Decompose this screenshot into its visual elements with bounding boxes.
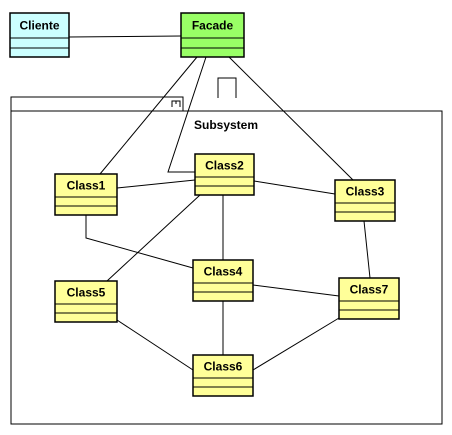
class-name: Class5 (67, 286, 106, 300)
class-box-frame (338, 277, 400, 320)
connector-class3-class7 (363, 220, 371, 279)
class-box-class6[interactable]: Class6 (192, 354, 254, 397)
package-icon (171, 100, 181, 107)
class-name: Class3 (346, 185, 385, 199)
class-box-class7[interactable]: Class7 (338, 277, 400, 320)
class-box-facade[interactable]: Facade (180, 12, 245, 58)
class-box-frame (54, 173, 118, 216)
class-name: Class1 (67, 179, 106, 193)
class-name: Class7 (350, 283, 389, 297)
connector-class4-class7 (252, 284, 340, 297)
class-name: Cliente (19, 19, 59, 33)
class-name: Class4 (204, 265, 243, 279)
class-box-frame (180, 12, 245, 58)
pi-symbol-icon (217, 77, 237, 98)
package-label: Subsystem (194, 118, 258, 132)
class-box-class3[interactable]: Class3 (334, 179, 396, 222)
class-box-frame (334, 179, 396, 222)
connector-facade-class3 (228, 56, 354, 181)
connector-class1-class2 (116, 179, 196, 189)
package-tab (10, 96, 184, 112)
class-box-class4[interactable]: Class4 (192, 259, 254, 302)
class-box-cliente[interactable]: Cliente (9, 12, 70, 58)
class-name: Class2 (205, 159, 244, 173)
connector-facade-class1 (99, 56, 198, 175)
connector-class5-class6 (116, 319, 194, 371)
class-name: Class6 (204, 360, 243, 374)
class-box-class2[interactable]: Class2 (194, 153, 255, 196)
class-box-frame (192, 354, 254, 397)
connector-class1-class4 (85, 215, 194, 269)
connectors (68, 35, 371, 371)
class-box-class1[interactable]: Class1 (54, 173, 118, 216)
connector-cliente-facade (68, 35, 182, 38)
connector-facade-class2 (167, 56, 207, 173)
class-box-frame (9, 12, 70, 58)
class-box-class5[interactable]: Class5 (54, 280, 118, 323)
class-box-frame (192, 259, 254, 302)
class-box-frame (54, 280, 118, 323)
connector-class2-class3 (253, 180, 336, 195)
connector-class2-class5 (106, 194, 201, 282)
connector-class7-class6 (252, 317, 340, 371)
class-box-frame (194, 153, 255, 196)
class-name: Facade (192, 19, 234, 33)
